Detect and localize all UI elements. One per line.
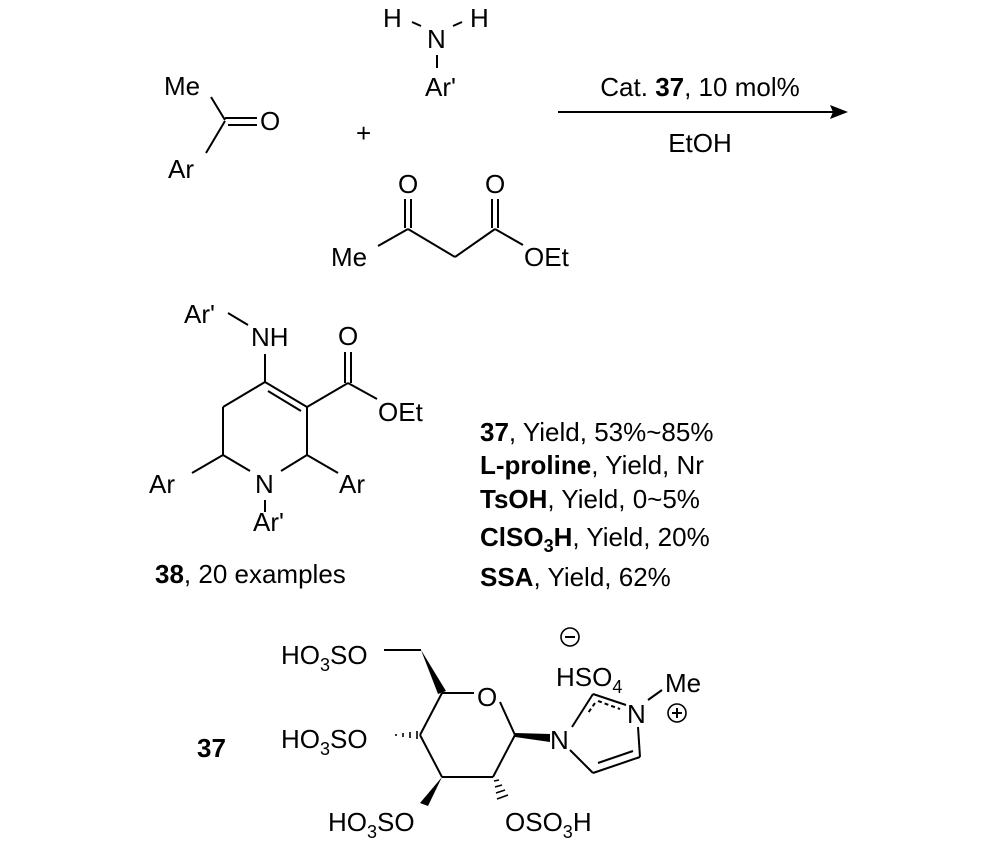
yield-row: L-proline, Yield, Nr	[480, 450, 704, 480]
reaction-arrow	[558, 105, 848, 119]
catalyst-37-structure: 37 HO3SO HO3SO HO3SO OSO3H O N N Me HSO4	[197, 627, 701, 842]
aryl-amine: H H N Ar'	[383, 3, 489, 102]
minus-charge-icon	[560, 627, 580, 647]
atom-label: O	[260, 106, 280, 136]
atom-label: O	[477, 682, 497, 712]
atom-label: N	[427, 24, 446, 54]
aryl-methyl-ketone: Me O Ar	[164, 71, 280, 184]
atom-label: Ar	[149, 469, 175, 499]
atom-label: Ar	[168, 154, 194, 184]
compound-label: 37	[197, 733, 226, 763]
sulfate-group: HO3SO	[281, 724, 368, 759]
yield-row: ClSO3H, Yield, 20%	[480, 522, 710, 556]
yield-row: TsOH, Yield, 0~5%	[480, 484, 700, 514]
atom-label: OEt	[524, 242, 570, 272]
atom-label: O	[485, 169, 505, 199]
atom-label: N	[627, 699, 646, 729]
atom-label: Ar'	[253, 507, 284, 537]
atom-label: Me	[331, 242, 367, 272]
yield-row: SSA, Yield, 62%	[480, 562, 671, 592]
yield-row: 37, Yield, 53%~85%	[480, 417, 713, 447]
atom-label: H	[470, 3, 489, 33]
product-label: 38, 20 examples	[155, 559, 346, 589]
atom-label: Ar'	[425, 72, 456, 102]
atom-label: Ar	[339, 469, 365, 499]
yield-comparison: 37, Yield, 53%~85% L-proline, Yield, Nr …	[480, 417, 713, 592]
sulfate-group: OSO3H	[505, 807, 592, 842]
sulfate-group: HO3SO	[328, 807, 415, 842]
atom-label: H	[383, 3, 402, 33]
plus-sign: +	[356, 118, 371, 148]
atom-label: Me	[665, 668, 701, 698]
atom-label: O	[338, 321, 358, 351]
counter-anion: HSO4	[556, 662, 622, 697]
plus-charge-icon	[667, 703, 687, 723]
atom-label: Me	[164, 71, 200, 101]
atom-label: OEt	[378, 397, 424, 427]
sulfate-group: HO3SO	[281, 640, 368, 675]
atom-label: NH	[251, 322, 289, 352]
atom-label: Ar'	[184, 299, 215, 329]
catalyst-condition: Cat. 37, 10 mol%	[600, 72, 799, 102]
solvent-condition: EtOH	[668, 128, 732, 158]
ethyl-acetoacetate: O O Me OEt	[331, 169, 570, 272]
atom-label: N	[550, 725, 569, 755]
atom-label: O	[398, 169, 418, 199]
product-38: Ar' NH O OEt Ar N Ar Ar'	[149, 299, 424, 537]
atom-label: N	[255, 469, 274, 499]
